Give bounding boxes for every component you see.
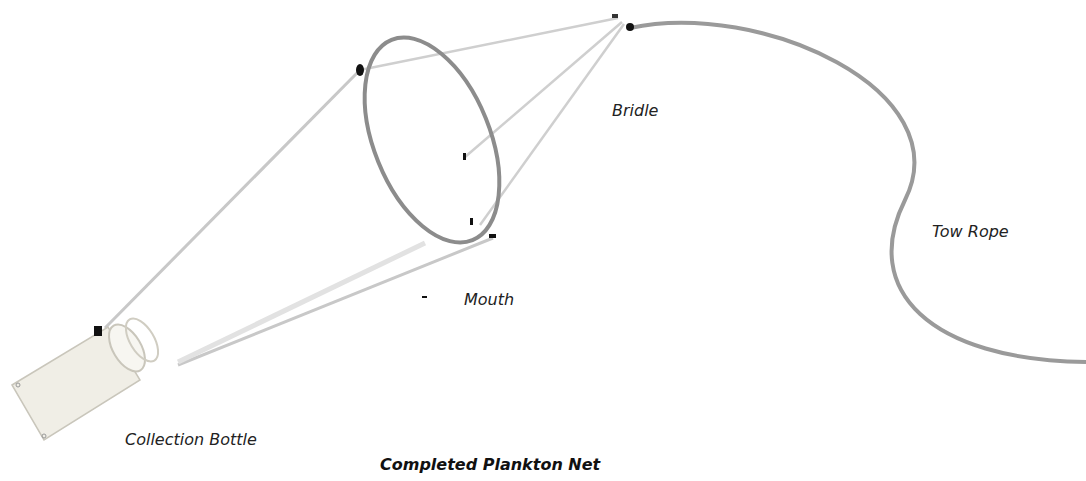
tow-rope bbox=[630, 23, 1086, 362]
bridle-lines bbox=[360, 18, 624, 225]
part-label: Mouth bbox=[464, 290, 514, 309]
part-label: Tow Rope bbox=[932, 222, 1009, 241]
mouth-ring bbox=[338, 18, 526, 262]
bridle-ring bbox=[612, 14, 618, 18]
rope-knot bbox=[626, 23, 634, 31]
figure-caption: Completed Plankton Net bbox=[380, 455, 600, 474]
part-label: Bridle bbox=[612, 101, 658, 120]
collection-bottle bbox=[12, 313, 165, 440]
ring-clips bbox=[356, 64, 496, 298]
part-label: Collection Bottle bbox=[125, 430, 257, 449]
net-cone bbox=[105, 70, 493, 365]
